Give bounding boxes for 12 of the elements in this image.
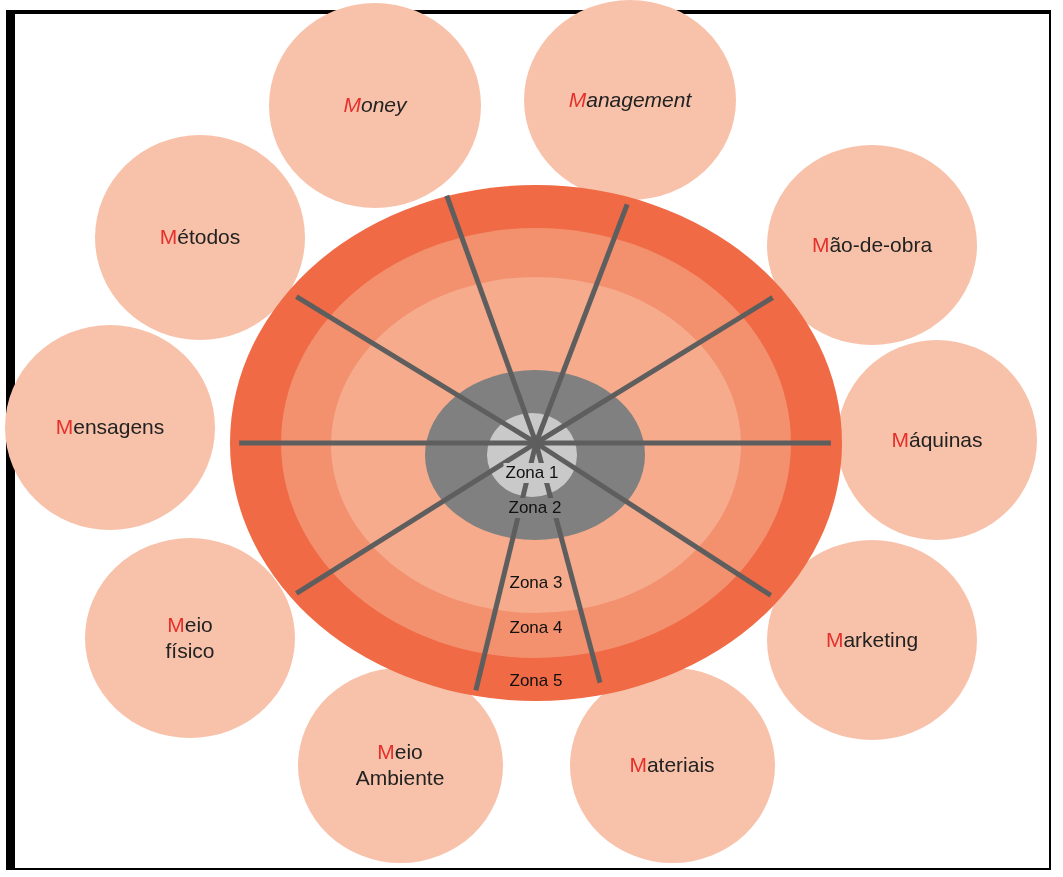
zone-label: Zona 1: [503, 463, 561, 483]
node-text: Money: [343, 91, 407, 118]
node-text: Mensagens: [55, 413, 165, 440]
node-text: Mão-de-obra: [811, 231, 933, 258]
node-text: Meio físico: [164, 611, 216, 664]
node-text: Management: [568, 86, 692, 113]
node-text: Marketing: [825, 626, 919, 653]
node-text: Meio Ambiente: [354, 738, 446, 791]
zone-label: Zona 2: [506, 498, 564, 518]
node-text: Materiais: [629, 751, 715, 778]
node-text: Máquinas: [891, 426, 983, 453]
node-text: Métodos: [159, 223, 241, 250]
